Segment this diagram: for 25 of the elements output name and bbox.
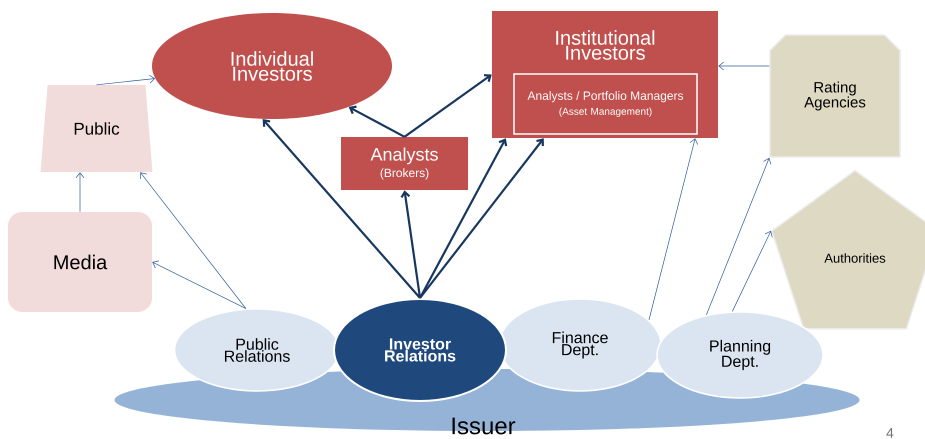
ellipse-node: Individual Investors <box>152 13 392 119</box>
arrow <box>706 158 772 316</box>
ellipse-node: Public Relations <box>174 308 340 392</box>
arrow <box>400 190 422 298</box>
arrow <box>404 74 492 138</box>
arrow <box>96 74 156 86</box>
arrow <box>262 119 421 299</box>
arrow <box>140 172 246 309</box>
arrow <box>348 106 406 138</box>
analysts-box: Analysts (Brokers) <box>341 137 468 190</box>
arrow <box>76 172 84 212</box>
arrow <box>718 62 770 70</box>
inner-box: Analysts / Portfolio Managers (Asset Management) <box>513 73 698 135</box>
page-number: 4 <box>886 428 894 438</box>
ellipse-node: Planning Dept. <box>656 311 824 399</box>
arrow <box>419 138 544 299</box>
arrow <box>648 138 698 320</box>
arrow <box>419 138 508 299</box>
rounded-box: Media <box>8 212 152 312</box>
arrow <box>152 260 246 309</box>
trapezoid-node: Public <box>40 85 152 172</box>
ellipse-node: Investor Relations <box>333 298 507 402</box>
ellipse-node: Finance Dept. <box>498 298 662 392</box>
pentagon-node: Authorities <box>771 170 925 330</box>
arrow <box>732 230 773 312</box>
